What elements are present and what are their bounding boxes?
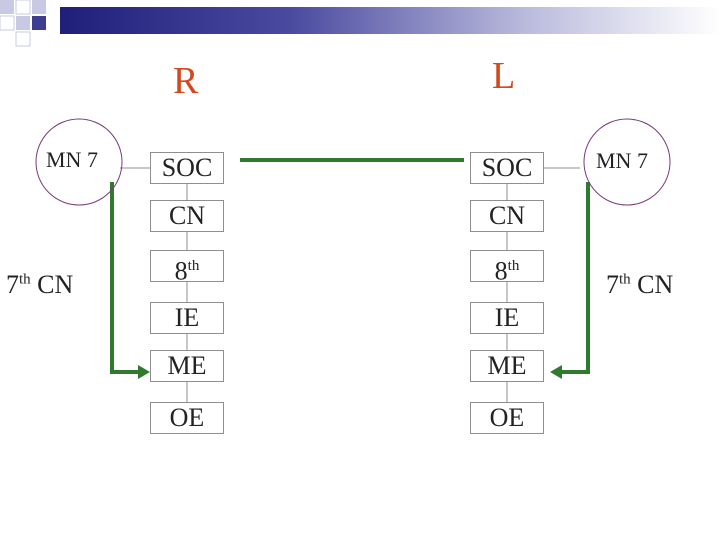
right-node-ie: IE <box>150 302 224 334</box>
right-pathway-arrowhead <box>138 365 150 379</box>
left-node-soc: SOC <box>470 152 544 184</box>
left-node-oe: OE <box>470 402 544 434</box>
right-node-oe: OE <box>150 402 224 434</box>
header-left-side: L <box>492 55 516 97</box>
column-connectors <box>120 167 580 402</box>
banner-gradient-bar <box>60 7 720 34</box>
right-node-8th: 8th <box>150 250 224 286</box>
left-reflex-pathway <box>559 182 590 374</box>
right-node-me: ME <box>150 350 224 382</box>
right-node-cn: CN <box>150 200 224 232</box>
title-banner <box>0 0 720 47</box>
right-reflex-pathway <box>110 182 141 374</box>
motor-nucleus-circle-left <box>583 118 671 206</box>
facial-nerve-label-left: 7th CN <box>606 270 674 299</box>
left-node-ie: IE <box>470 302 544 334</box>
left-node-me: ME <box>470 350 544 382</box>
left-node-8th: 8th <box>470 250 544 286</box>
banner-squares-decoration <box>0 0 46 47</box>
motor-nucleus-label-left: MN 7 <box>596 148 648 173</box>
motor-nucleus-circle-right <box>35 118 123 206</box>
facial-nerve-label-right: 7th CN <box>6 270 74 299</box>
right-node-soc: SOC <box>150 152 224 184</box>
header-right-side: R <box>173 60 199 102</box>
left-pathway-arrowhead <box>550 365 562 379</box>
left-node-cn: CN <box>470 200 544 232</box>
motor-nucleus-label-right: MN 7 <box>46 147 98 172</box>
